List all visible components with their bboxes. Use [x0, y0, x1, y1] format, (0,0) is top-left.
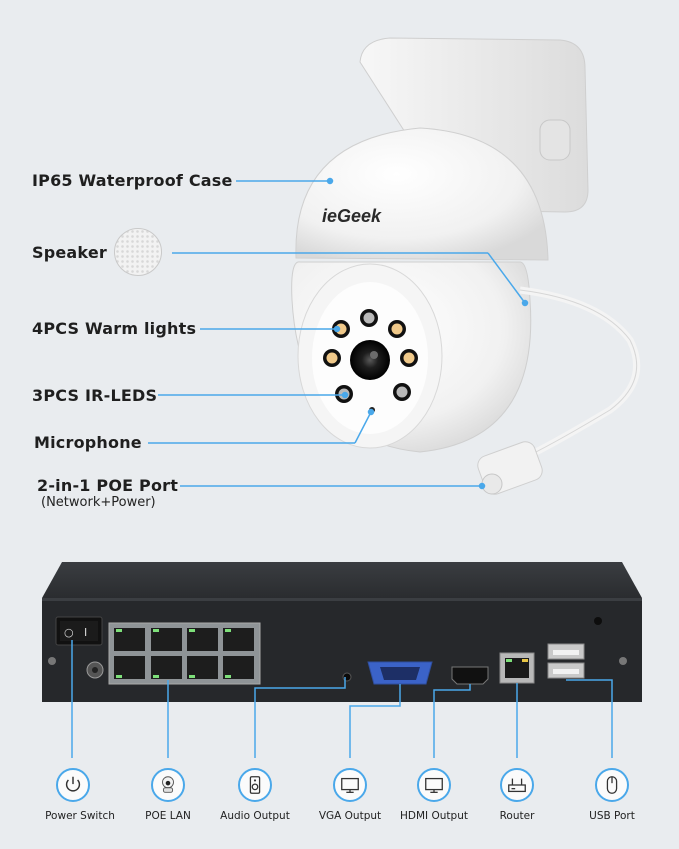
port-label-usb-port: USB Port: [589, 810, 635, 822]
mouse-icon: [595, 768, 629, 802]
feature-label-speaker: Speaker: [32, 243, 107, 262]
monitor-icon: [333, 768, 367, 802]
port-label-vga-output: VGA Output: [318, 810, 382, 822]
camera-dome: ieGeek: [291, 127, 549, 453]
camera-icon: [151, 768, 185, 802]
svg-text:○: ○: [64, 626, 74, 639]
camera-callout-lines: [148, 177, 529, 490]
port-label-hdmi-output: HDMI Output: [400, 810, 468, 822]
feature-label-ir-leds: 3PCS IR-LEDS: [32, 386, 158, 405]
poe-cable: [477, 286, 641, 495]
feature-label-warm-lights: 4PCS Warm lights: [32, 319, 197, 338]
camera-led-ring: [323, 309, 418, 413]
camera-lens: [350, 340, 390, 380]
port-label-power-switch: Power Switch: [45, 810, 115, 822]
router-icon: [500, 768, 534, 802]
svg-text:I: I: [84, 626, 87, 639]
feature-label-poe-port: 2-in-1 POE Port: [37, 476, 179, 495]
speaker-icon: [238, 768, 272, 802]
feature-label-waterproof: IP65 Waterproof Case: [32, 171, 233, 190]
nvr-callout-lines: [71, 640, 613, 758]
port-label-router: Router: [499, 810, 535, 822]
brand-logo: ieGeek: [322, 206, 382, 226]
camera-wall-mount: [359, 37, 589, 213]
feature-label-microphone: Microphone: [34, 433, 142, 452]
nvr-recorder: ○ I: [42, 562, 642, 702]
port-label-poe-lan: POE LAN: [145, 810, 191, 822]
port-label-audio-output: Audio Output: [220, 810, 290, 822]
power-icon: [56, 768, 90, 802]
feature-sublabel-poe-port: (Network+Power): [41, 495, 156, 510]
speaker-grille-icon: [114, 228, 162, 276]
monitor-icon: [417, 768, 451, 802]
